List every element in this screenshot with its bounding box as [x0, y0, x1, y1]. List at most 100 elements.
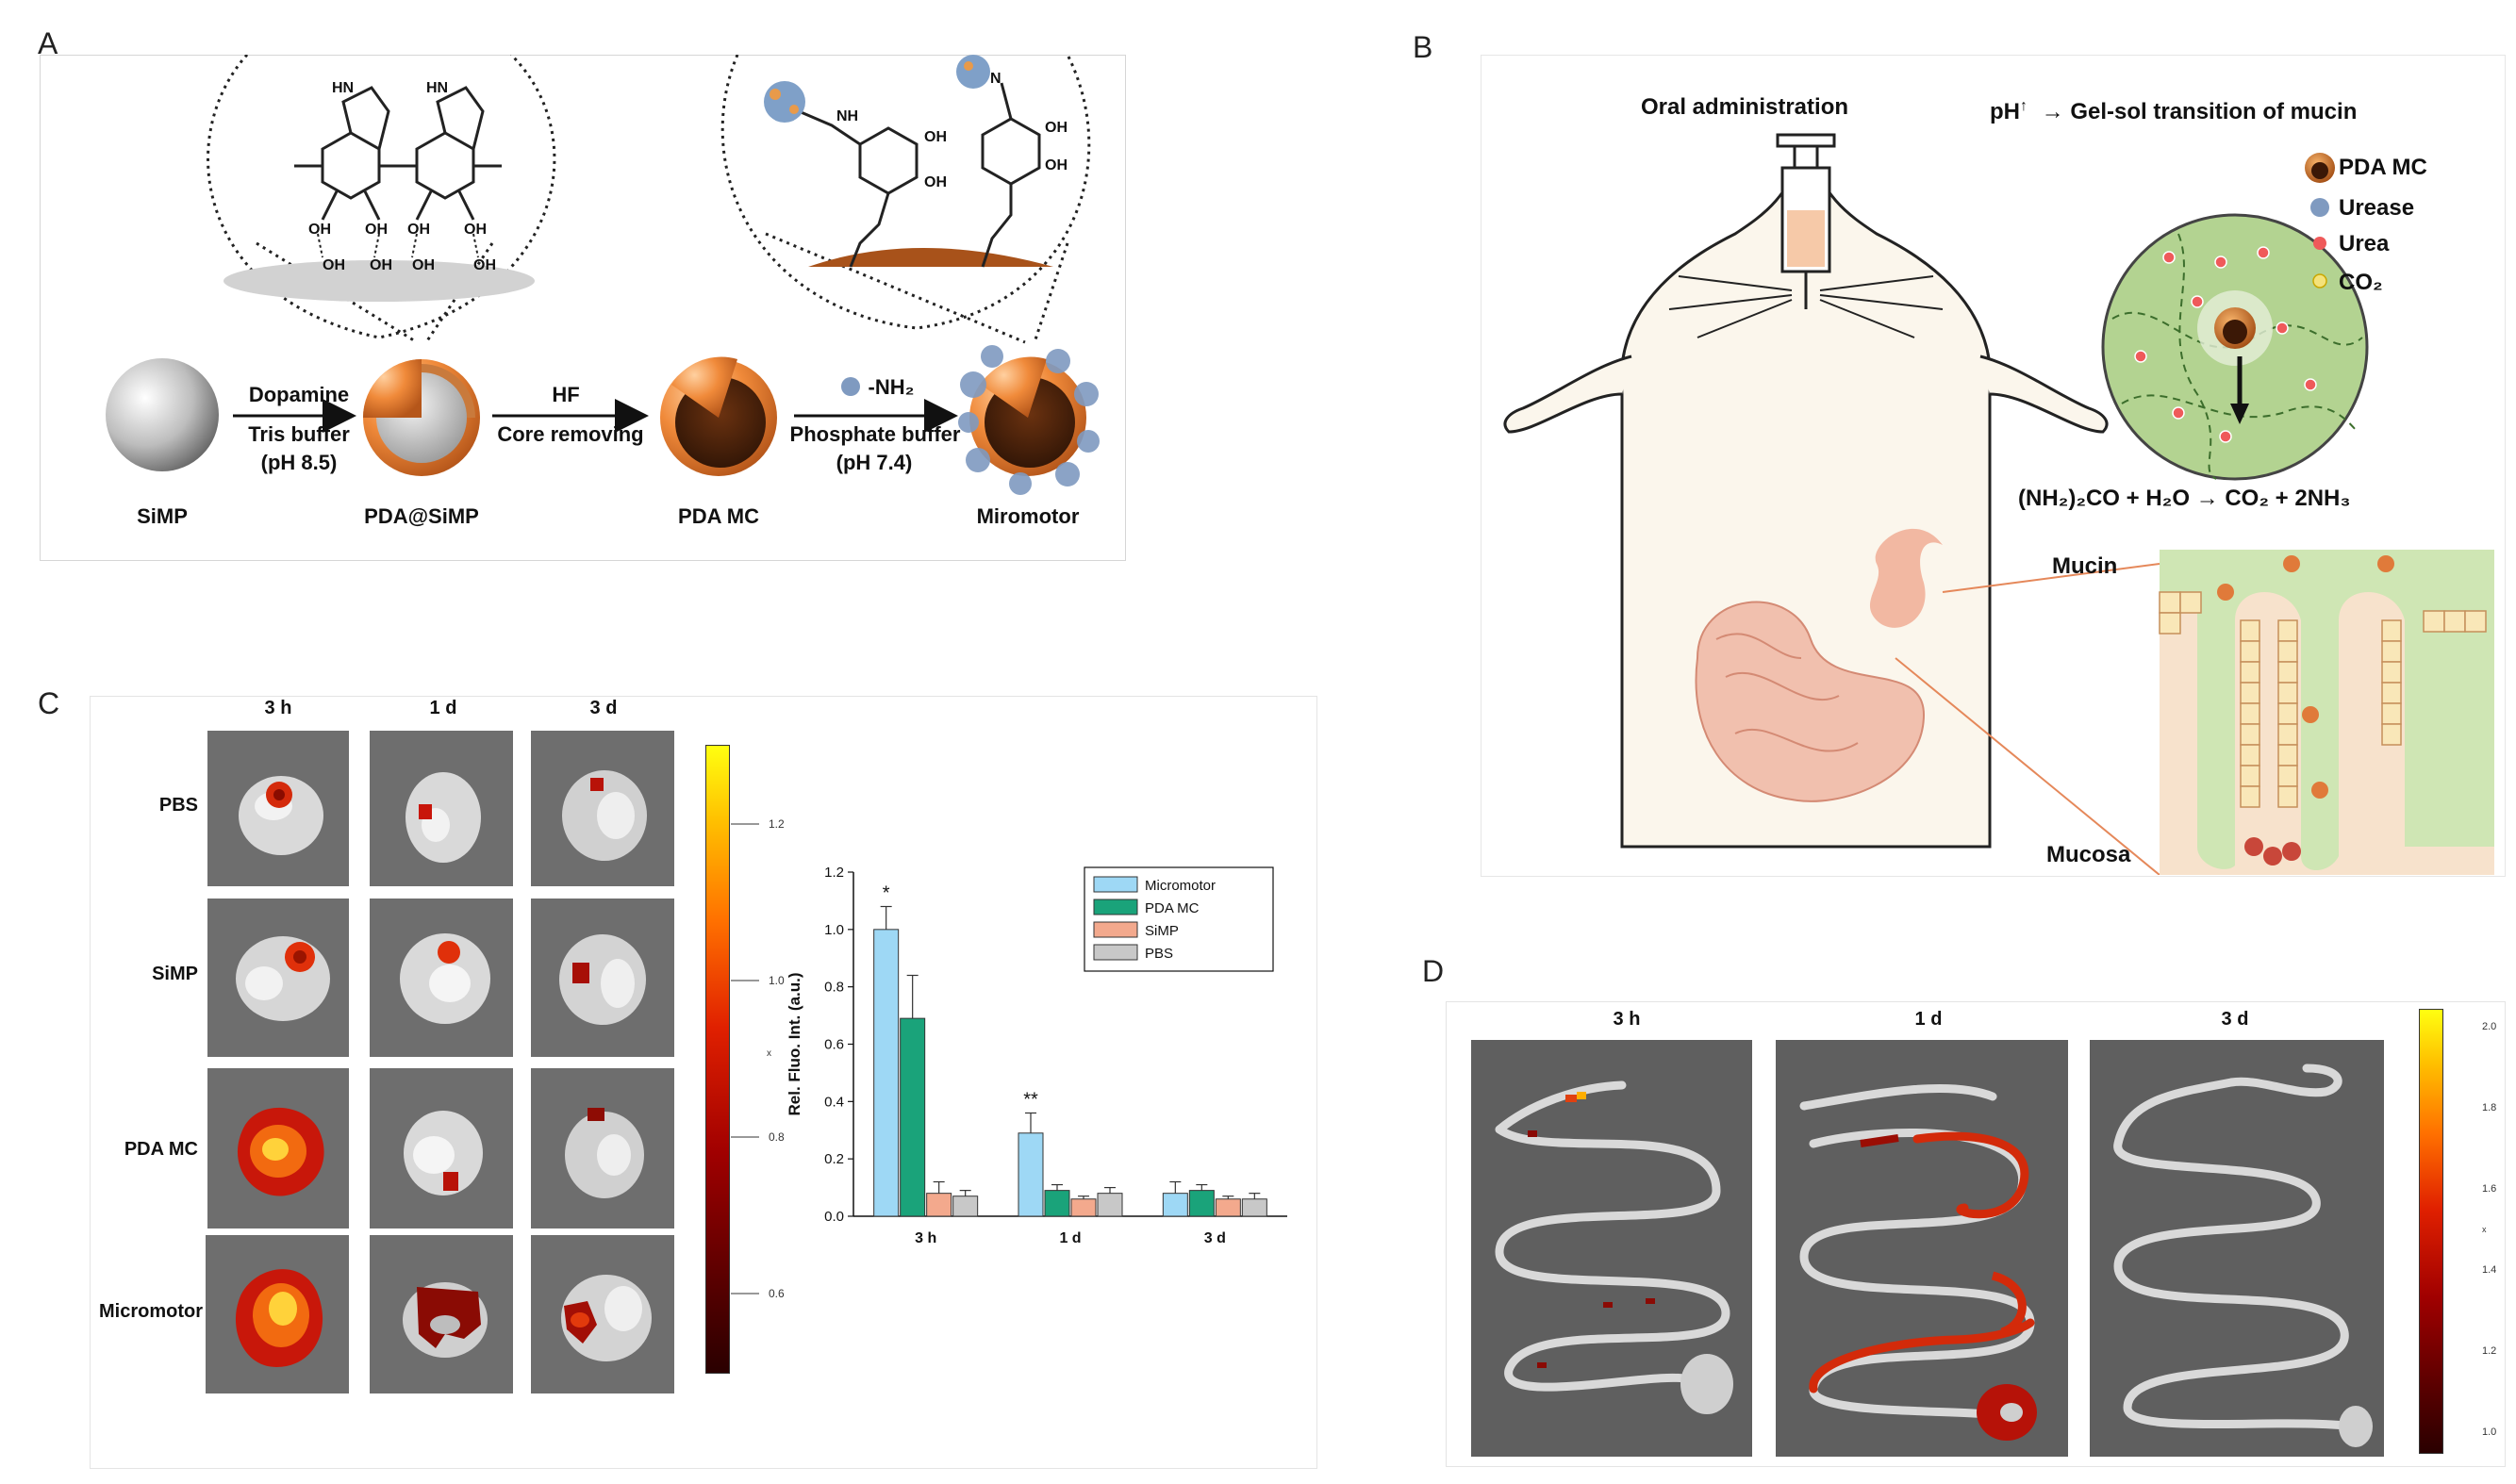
- bar: [873, 929, 900, 1217]
- cbar-d-tick-5: 1.0: [2482, 1426, 2496, 1438]
- col-label-1d: 1 d: [429, 698, 457, 718]
- x-tick-label: 3 h: [915, 1230, 936, 1246]
- bar: [1097, 1193, 1123, 1217]
- step-label-pda-simp: PDA@SiMP: [364, 504, 479, 528]
- tile-pda-mc-3h: [207, 1068, 349, 1228]
- chem-nh: NH: [836, 108, 858, 124]
- d-col-label-3d: 3 d: [2221, 1009, 2249, 1030]
- x-tick-label: 3 d: [1204, 1230, 1226, 1246]
- arrow1-bottom2: (pH 8.5): [260, 451, 338, 474]
- chem-oh-7: OH: [412, 257, 435, 273]
- legend-label: SiMP: [1145, 923, 1179, 939]
- tile-micromotor-1d: [370, 1235, 513, 1393]
- y-tick-label: 0.4: [824, 1094, 844, 1110]
- mucosa-label: Mucosa: [2046, 842, 2131, 867]
- bar: [926, 1193, 952, 1217]
- cbar-d-unit: x: [2482, 1225, 2487, 1234]
- stomach: [1869, 528, 1943, 628]
- ph-title-label: pH↑ → Gel-sol transition of mucin: [1990, 98, 2357, 125]
- cbar-c-tick-2: 0.8: [769, 1130, 785, 1144]
- tile-pbs-1d: [370, 731, 513, 886]
- chem-oh-5: OH: [323, 257, 345, 273]
- legend-swatch: [1093, 876, 1138, 893]
- tile-pda-mc-1d: [370, 1068, 513, 1228]
- bar: [1162, 1193, 1188, 1217]
- bar: [1044, 1190, 1070, 1217]
- col-label-3d: 3 d: [589, 698, 618, 718]
- arrow1-bottom1: Tris buffer: [248, 422, 350, 446]
- colorbar-c: [705, 745, 730, 1374]
- step-label-pda-mc: PDA MC: [678, 504, 759, 528]
- arrow2-bottom1: Core removing: [497, 422, 644, 446]
- significance-mark: **: [1023, 1090, 1038, 1111]
- y-tick-label: 0.0: [824, 1209, 844, 1225]
- tile-pbs-3d: [531, 731, 674, 886]
- chem-oh-10: OH: [924, 174, 947, 190]
- cbar-d-tick-3: 1.4: [2482, 1264, 2496, 1276]
- legend-swatch: [1093, 944, 1138, 961]
- chem-oh-6: OH: [370, 257, 392, 273]
- gi-tract-3h: [1471, 1040, 1752, 1457]
- panel-b-diagram: [1503, 133, 2494, 875]
- tile-micromotor-3d: [531, 1235, 674, 1393]
- simp-sphere: [106, 358, 219, 471]
- row-label-simp: SiMP: [152, 964, 198, 984]
- row-label-micromotor: Micromotor: [99, 1301, 203, 1322]
- cbar-c-tick-1: 1.0: [769, 974, 785, 987]
- ph-transition-text: → Gel-sol transition of mucin: [2041, 99, 2358, 124]
- panel-a-diagram: HN HN OH OH OH OH OH OH OH OH NH OH OH N…: [106, 55, 1100, 495]
- panel-a-frame: [40, 55, 1126, 561]
- legend-label: PDA MC: [1145, 900, 1200, 916]
- x-tick-label: 1 d: [1059, 1230, 1081, 1246]
- legend-pda-mc: PDA MC: [2339, 155, 2427, 180]
- arrow3-bottom2: (pH 7.4): [836, 451, 913, 474]
- bar: [1018, 1132, 1044, 1217]
- y-tick-label: 0.2: [824, 1151, 844, 1167]
- chem-hn-1: HN: [332, 80, 354, 96]
- panel-letter-d: D: [1422, 954, 1445, 988]
- d-col-label-3h: 3 h: [1613, 1009, 1641, 1030]
- y-axis-label: Rel. Fluo. Int. (a.u.): [786, 972, 803, 1115]
- bar: [900, 1017, 926, 1217]
- zoom-bubble-left: [207, 55, 556, 339]
- ph-up-arrow-icon: ↑: [2020, 98, 2028, 114]
- tile-simp-3h: [207, 899, 349, 1057]
- chem-oh-4: OH: [464, 222, 487, 238]
- bar: [1070, 1198, 1097, 1217]
- chem-n: N: [990, 71, 1001, 87]
- tile-pda-mc-3d: [531, 1068, 674, 1228]
- cbar-d-tick-0: 2.0: [2482, 1021, 2496, 1032]
- step-label-simp: SiMP: [137, 504, 188, 528]
- gi-tract-1d: [1776, 1040, 2068, 1457]
- intestine: [1695, 601, 1926, 802]
- gi-tract-3d: [2090, 1040, 2384, 1457]
- mucosa-inset: [2159, 550, 2494, 875]
- cbar-c-tick-0: 1.2: [769, 817, 785, 831]
- tile-simp-3d: [531, 899, 674, 1057]
- row-label-pda-mc: PDA MC: [124, 1139, 198, 1160]
- tile-simp-1d: [370, 899, 513, 1057]
- bar: [1241, 1198, 1267, 1217]
- col-label-3h: 3 h: [264, 698, 292, 718]
- y-tick-label: 0.8: [824, 980, 844, 996]
- legend-urea: Urea: [2339, 231, 2390, 256]
- bar: [952, 1195, 979, 1217]
- significance-mark: *: [883, 883, 890, 904]
- arrow3-top: -NH₂: [868, 375, 915, 399]
- cbar-c-unit: x: [767, 1048, 771, 1059]
- arrow2-top: HF: [552, 383, 580, 406]
- chem-oh-3: OH: [407, 222, 430, 238]
- legend-swatch: [1093, 899, 1138, 915]
- reaction-equation: (NH₂)₂CO + H₂O → CO₂ + 2NH₃: [2018, 486, 2351, 511]
- legend-label: Micromotor: [1145, 878, 1216, 894]
- tile-micromotor-3h: [206, 1235, 349, 1393]
- bar: [1215, 1198, 1241, 1217]
- chem-oh-9: OH: [924, 129, 947, 145]
- legend-swatch: [1093, 921, 1138, 938]
- legend-label: PBS: [1145, 946, 1173, 962]
- bar: [1188, 1190, 1215, 1217]
- cbar-d-tick-1: 1.8: [2482, 1102, 2496, 1113]
- colorbar-c-ticks: 1.2 1.0 0.8 0.6 x: [731, 817, 785, 1300]
- chem-oh-12: OH: [1045, 157, 1068, 173]
